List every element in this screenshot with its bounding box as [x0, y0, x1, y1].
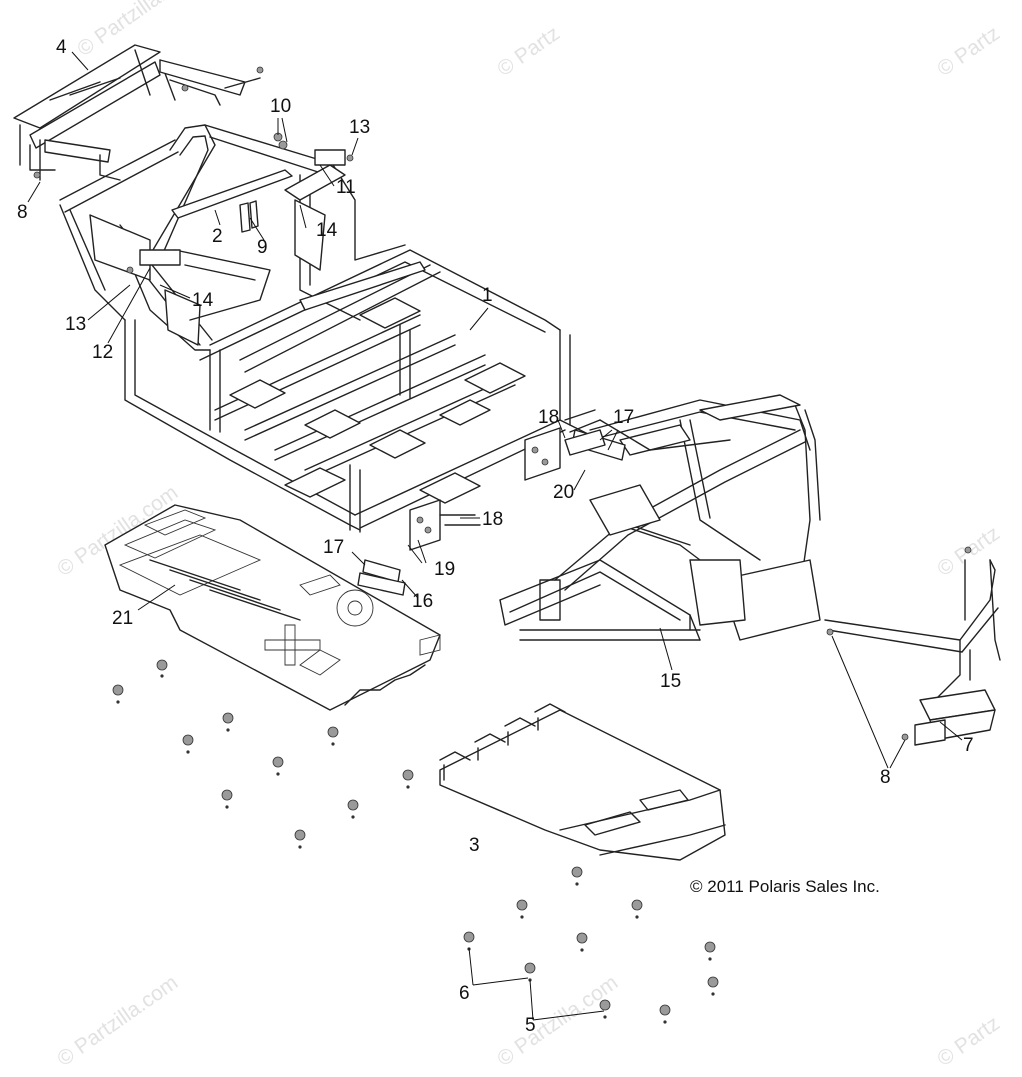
frame-brackets: [357, 409, 626, 596]
front-bumper-part-7: [824, 559, 1001, 746]
callout-19: 19: [434, 559, 456, 580]
callout-4: 4: [56, 37, 67, 58]
callout-7: 7: [963, 735, 974, 756]
skid-plate-part-21: [104, 504, 441, 711]
callout-6: 6: [459, 983, 470, 1004]
callout-20: 20: [553, 482, 575, 503]
leader-lines: [27, 51, 963, 1021]
callout-21: 21: [112, 608, 134, 629]
callout-14: 14: [316, 220, 338, 241]
callout-15: 15: [660, 671, 682, 692]
callout-11: 11: [336, 177, 356, 198]
cage-hardware: [126, 132, 354, 274]
callout-12: 12: [92, 342, 114, 363]
skid-plate-part-3: [439, 703, 726, 861]
front-frame-part-15: [499, 394, 821, 641]
callout-18: 18: [482, 509, 504, 530]
callout-18: 18: [538, 407, 560, 428]
callout-17: 17: [613, 407, 635, 428]
callout-3: 3: [469, 835, 480, 856]
callout-9: 9: [257, 237, 268, 258]
callout-2: 2: [212, 226, 223, 247]
callout-13: 13: [349, 117, 371, 138]
callout-8: 8: [880, 767, 891, 788]
callout-8: 8: [17, 202, 28, 223]
main-frame-part-1: [59, 124, 601, 533]
rear-rack-part-4: [13, 44, 261, 181]
upper-tube: [299, 261, 426, 311]
callout-14: 14: [192, 290, 214, 311]
fasteners: [33, 66, 972, 1024]
callout-5: 5: [525, 1015, 536, 1036]
cross-bar-part-2: [171, 169, 293, 219]
copyright-notice: © 2011 Polaris Sales Inc.: [690, 877, 880, 896]
callout-13: 13: [65, 314, 87, 335]
callout-1: 1: [482, 285, 493, 306]
callout-17: 17: [323, 537, 345, 558]
callout-10: 10: [270, 96, 292, 117]
callout-16: 16: [412, 591, 434, 612]
